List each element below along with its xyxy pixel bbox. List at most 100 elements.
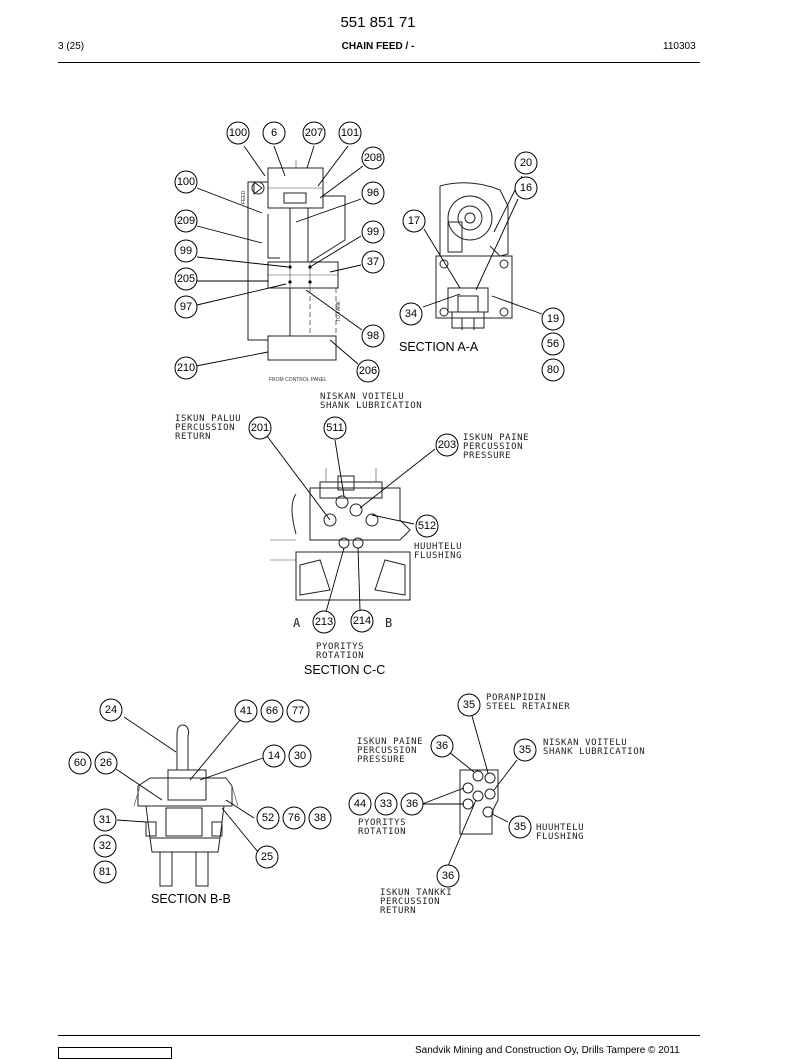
callout-56: 56 — [541, 332, 565, 356]
callout-80: 80 — [541, 358, 565, 382]
svg-text:66: 66 — [266, 705, 278, 717]
svg-text:32: 32 — [99, 840, 111, 852]
svg-text:24: 24 — [105, 704, 117, 716]
svg-text:100: 100 — [177, 176, 195, 188]
svg-text:30: 30 — [294, 750, 306, 762]
svg-text:512: 512 — [418, 520, 436, 532]
svg-text:99: 99 — [367, 226, 379, 238]
svg-text:214: 214 — [353, 615, 371, 627]
svg-text:206: 206 — [359, 365, 377, 377]
callout-206: 206 — [356, 359, 380, 383]
section-c-c-drawing: ISKUN PALUU PERCUSSION RETURN NISKAN VOI… — [175, 392, 529, 677]
footer-rule — [58, 1035, 700, 1036]
svg-text:60: 60 — [74, 757, 86, 769]
rotation-fi: PYORITYS — [316, 642, 364, 652]
steel-retainer-fi: PORANPIDIN — [486, 693, 546, 703]
svg-text:77: 77 — [292, 705, 304, 717]
callout-31: 31 — [93, 808, 117, 832]
callout-209: 209 — [174, 209, 198, 233]
feed-label: FEED — [241, 190, 247, 204]
callout-35: 35 — [457, 693, 481, 717]
section-a-a-title: SECTION A-A — [399, 340, 479, 354]
callout-203: 203 — [435, 433, 459, 457]
callout-76: 76 — [282, 806, 306, 830]
perc-pressure-en-1: PERCUSSION — [357, 746, 417, 756]
callout-52: 52 — [256, 806, 280, 830]
callout-38: 38 — [308, 806, 332, 830]
section-b-b-title: SECTION B-B — [151, 892, 231, 906]
svg-text:511: 511 — [326, 422, 344, 434]
svg-text:19: 19 — [547, 313, 559, 325]
callout-25: 25 — [255, 845, 279, 869]
shank-lubrication-fi: NISKAN VOITELU — [320, 392, 404, 402]
rotation-en: ROTATION — [316, 651, 364, 661]
svg-text:16: 16 — [520, 182, 532, 194]
callout-35: 35 — [513, 738, 537, 762]
callout-24: 24 — [99, 698, 123, 722]
svg-text:20: 20 — [520, 157, 532, 169]
callout-6: 6 — [262, 121, 286, 145]
callout-60: 60 — [68, 751, 92, 775]
rotation-fi-br: PYORITYS — [358, 818, 406, 828]
svg-text:80: 80 — [547, 364, 559, 376]
svg-text:36: 36 — [406, 798, 418, 810]
callout-214: 214 — [350, 609, 374, 633]
svg-text:17: 17 — [408, 215, 420, 227]
svg-text:208: 208 — [364, 152, 382, 164]
callout-511: 511 — [323, 416, 347, 440]
callout-512: 512 — [415, 514, 439, 538]
callout-210: 210 — [174, 356, 198, 380]
tank-fi: ISKUN TANKKI — [380, 888, 452, 898]
svg-text:36: 36 — [436, 740, 448, 752]
svg-text:31: 31 — [99, 814, 111, 826]
callout-33: 33 — [374, 792, 398, 816]
svg-text:33: 33 — [380, 798, 392, 810]
svg-text:97: 97 — [180, 301, 192, 313]
callout-44: 44 — [348, 792, 372, 816]
steel-retainer-en: STEEL RETAINER — [486, 702, 570, 712]
svg-text:52: 52 — [262, 812, 274, 824]
svg-text:207: 207 — [305, 127, 323, 139]
perc-pressure-fi: ISKUN PAINE — [357, 737, 423, 747]
svg-text:44: 44 — [354, 798, 366, 810]
tank-en-1: PERCUSSION — [380, 897, 440, 907]
svg-text:205: 205 — [177, 273, 195, 285]
svg-text:213: 213 — [315, 616, 333, 628]
company-logo — [58, 1047, 172, 1059]
shank-lubrication-en: SHANK LUBRICATION — [320, 401, 422, 411]
port-block-drawing: PORANPIDIN STEEL RETAINER ISKUN PAINE PE… — [357, 693, 645, 916]
svg-text:26: 26 — [100, 757, 112, 769]
callout-99: 99 — [361, 220, 385, 244]
callout-100: 100 — [174, 170, 198, 194]
tank-en-2: RETURN — [380, 906, 416, 916]
callout-32: 32 — [93, 834, 117, 858]
shank-lub-fi-br: NISKAN VOITELU — [543, 738, 627, 748]
percussion-pressure-en-2: PRESSURE — [463, 451, 511, 461]
port-a-label: A — [293, 616, 301, 630]
callout-19: 19 — [541, 307, 565, 331]
svg-text:81: 81 — [99, 866, 111, 878]
callout-26: 26 — [94, 751, 118, 775]
callout-20: 20 — [514, 151, 538, 175]
svg-text:37: 37 — [367, 256, 379, 268]
svg-text:201: 201 — [251, 422, 269, 434]
callout-16: 16 — [514, 176, 538, 200]
svg-text:101: 101 — [341, 127, 359, 139]
callout-99: 99 — [174, 239, 198, 263]
flushing-en: FLUSHING — [414, 551, 462, 561]
section-b-b-drawing: SECTION B-B — [115, 716, 264, 906]
svg-text:6: 6 — [271, 127, 277, 139]
callout-41: 41 — [234, 699, 258, 723]
svg-text:56: 56 — [547, 338, 559, 350]
svg-text:35: 35 — [519, 744, 531, 756]
hydraulic-schematic: FEED TO TANK FROM CONTROL PANEL — [195, 145, 364, 383]
callout-81: 81 — [93, 860, 117, 884]
svg-text:99: 99 — [180, 245, 192, 257]
percussion-return-en-2: RETURN — [175, 432, 211, 442]
svg-text:14: 14 — [268, 750, 280, 762]
svg-text:35: 35 — [514, 821, 526, 833]
document-date: 110303 — [663, 41, 696, 52]
svg-text:210: 210 — [177, 362, 195, 374]
svg-text:41: 41 — [240, 705, 252, 717]
